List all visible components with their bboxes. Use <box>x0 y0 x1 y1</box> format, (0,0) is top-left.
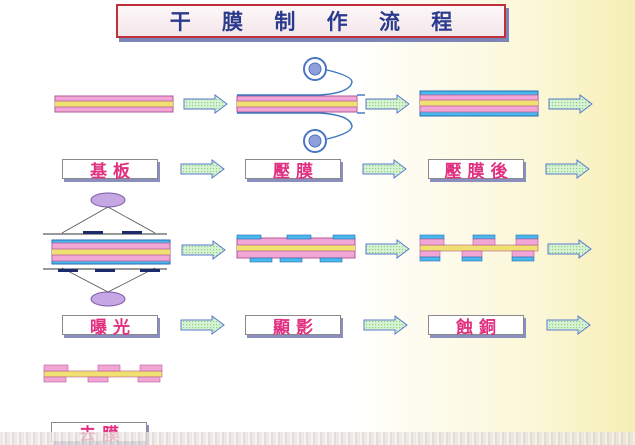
arrow-right-icon <box>183 94 228 114</box>
development-diagram <box>236 234 356 263</box>
arrow-right-icon <box>546 315 591 335</box>
step-label-development: 顯影 <box>245 315 341 338</box>
step-label-lamination: 壓膜 <box>245 159 341 182</box>
flow-arrows <box>180 94 593 335</box>
uv-lamp-top-icon <box>90 192 126 208</box>
uv-lamp-bottom-icon <box>90 291 126 307</box>
stripping-diagram <box>43 364 163 383</box>
step-label-etching: 蝕銅 <box>428 315 524 338</box>
arrow-right-icon <box>365 239 410 259</box>
arrow-right-icon <box>362 159 407 179</box>
arrow-right-icon <box>363 315 408 335</box>
title-banner: 干 膜 制 作 流 程 <box>116 4 506 38</box>
page-title: 干 膜 制 作 流 程 <box>169 10 465 34</box>
arrow-right-icon <box>545 159 590 179</box>
bottom-texture <box>0 432 635 445</box>
arrow-right-icon <box>181 240 226 260</box>
arrow-right-icon <box>365 94 410 114</box>
step-label-substrate: 基板 <box>62 159 158 182</box>
exposure-diagram <box>43 192 171 307</box>
substrate-diagram <box>54 95 174 113</box>
arrow-right-icon <box>548 94 593 114</box>
etching-diagram <box>419 234 539 262</box>
arrow-right-icon <box>180 315 225 335</box>
step-label-after-lamination: 壓膜後 <box>428 159 524 182</box>
arrow-right-icon <box>180 159 225 179</box>
lamination-diagram <box>236 57 365 153</box>
after-lamination-diagram <box>419 90 539 117</box>
arrow-right-icon <box>547 239 592 259</box>
step-label-exposure: 曝光 <box>62 315 158 338</box>
